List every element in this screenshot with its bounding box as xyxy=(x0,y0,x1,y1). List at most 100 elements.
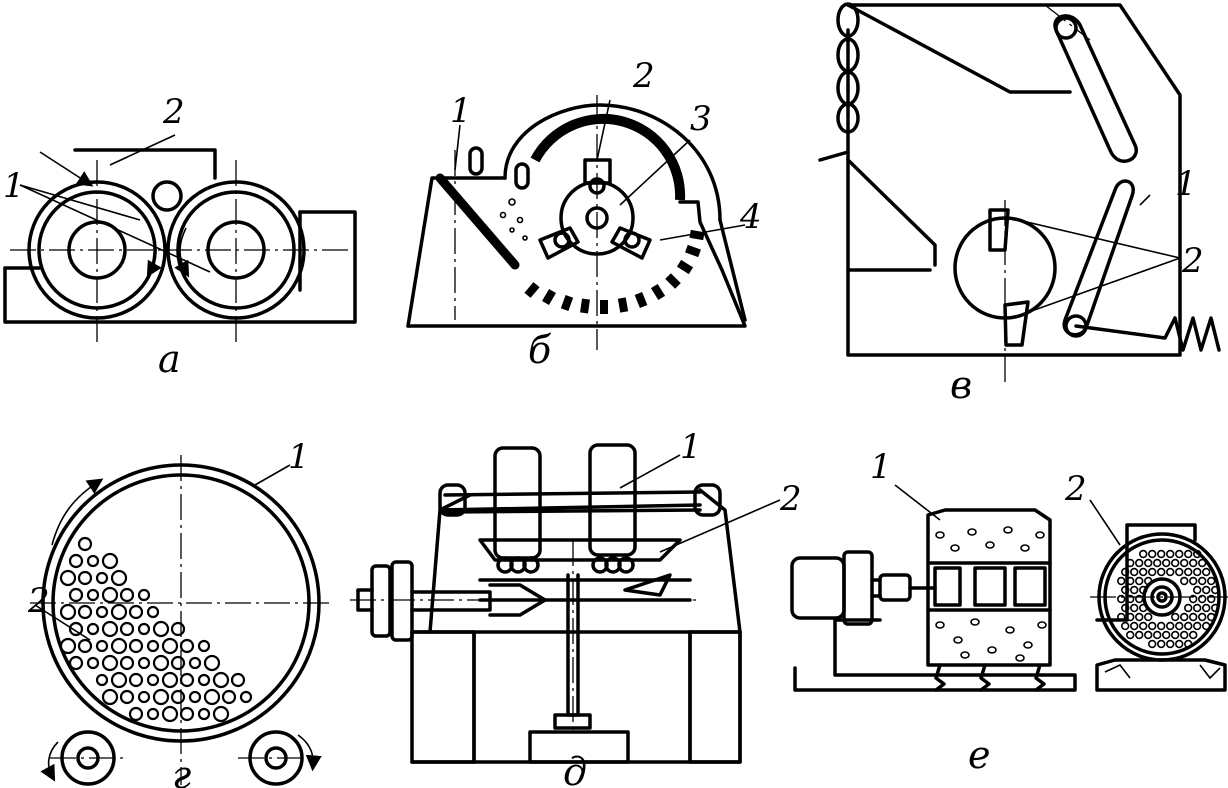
mill-ball xyxy=(1193,621,1202,631)
grinding-ball xyxy=(203,654,221,672)
mill-ball xyxy=(1189,612,1198,622)
mill-ball xyxy=(1157,621,1166,631)
panel-b-label-1: 1 xyxy=(450,91,472,131)
mill-ball xyxy=(1126,576,1135,586)
vib-mill-balls xyxy=(1117,549,1220,649)
particle xyxy=(1037,621,1047,629)
grinding-ball xyxy=(101,620,119,638)
mill-ball xyxy=(1184,603,1193,613)
mill-ball xyxy=(1144,558,1153,568)
particle xyxy=(953,636,963,644)
mill-ball xyxy=(1166,567,1175,577)
mill-ball xyxy=(1148,639,1157,649)
grinding-ball xyxy=(146,707,160,721)
particle xyxy=(1035,531,1045,539)
mill-ball xyxy=(1198,558,1207,568)
mill-ball xyxy=(1193,603,1202,613)
grinding-ball xyxy=(179,672,195,688)
grinding-ball xyxy=(203,688,221,706)
grinding-ball xyxy=(128,638,144,654)
grinding-ball xyxy=(101,654,119,672)
mill-ball xyxy=(1180,630,1189,640)
grinding-ball xyxy=(68,655,84,671)
grinding-ball xyxy=(230,672,246,688)
mill-ball xyxy=(1193,585,1202,595)
mill-ball xyxy=(1157,567,1166,577)
mill-ball xyxy=(1117,612,1126,622)
grate-bars xyxy=(524,229,705,314)
mill-ball xyxy=(1202,621,1211,631)
mill-ball xyxy=(1211,585,1220,595)
mill-ball xyxy=(1184,639,1193,649)
panel-g-label-1: 1 xyxy=(288,437,310,477)
mill-ball xyxy=(1193,549,1202,559)
mill-ball xyxy=(1148,621,1157,631)
grinding-ball xyxy=(239,690,253,704)
panel-e-label-2: 2 xyxy=(1064,469,1087,509)
panel-e-caption: е xyxy=(968,733,991,777)
mill-ball xyxy=(1175,567,1184,577)
mill-ball xyxy=(1139,621,1148,631)
grinding-ball xyxy=(59,569,77,587)
mill-ball xyxy=(1121,567,1130,577)
panel-a-label-1: 1 xyxy=(3,166,25,206)
panel-b-label-4: 4 xyxy=(739,197,762,237)
panel-v-caption: в xyxy=(950,363,972,407)
mill-ball xyxy=(1121,603,1130,613)
mill-ball xyxy=(1175,621,1184,631)
grinding-ball xyxy=(95,571,109,585)
grinding-ball xyxy=(152,620,170,638)
grinding-ball xyxy=(110,603,128,621)
grinding-ball xyxy=(152,688,170,706)
mill-ball xyxy=(1180,612,1189,622)
mill-ball xyxy=(1207,612,1216,622)
grinding-ball xyxy=(77,570,93,586)
mill-ball xyxy=(1184,567,1193,577)
panel-d-caption: д xyxy=(563,750,587,788)
grinding-ball xyxy=(77,604,93,620)
grinding-ball xyxy=(137,656,151,670)
panel-b-hammer-crusher: 1 2 3 4 б xyxy=(406,56,762,372)
grinding-ball xyxy=(161,671,179,689)
mill-ball xyxy=(1130,567,1139,577)
grinding-ball xyxy=(212,705,230,723)
mill-ball xyxy=(1121,585,1130,595)
mill-ball xyxy=(1135,558,1144,568)
panel-b-label-2: 2 xyxy=(632,56,655,96)
grinding-ball xyxy=(146,673,160,687)
particle xyxy=(950,544,960,552)
grinding-ball xyxy=(59,603,77,621)
mill-ball xyxy=(1135,576,1144,586)
grinding-ball xyxy=(197,639,211,653)
grinding-ball xyxy=(128,604,144,620)
mill-ball xyxy=(1130,621,1139,631)
grinding-ball xyxy=(59,637,77,655)
grinding-ball xyxy=(179,706,195,722)
mill-ball xyxy=(1189,576,1198,586)
particle xyxy=(970,618,980,626)
grinding-ball xyxy=(179,638,195,654)
mill-ball xyxy=(1198,576,1207,586)
grinding-ball xyxy=(77,536,93,552)
mill-ball xyxy=(1166,639,1175,649)
mill-ball xyxy=(1139,585,1148,595)
grinding-ball xyxy=(77,638,93,654)
mill-ball xyxy=(1202,567,1211,577)
mill-ball xyxy=(1171,612,1180,622)
mill-ball xyxy=(1144,630,1153,640)
panel-g-label-2: 2 xyxy=(27,581,50,621)
mill-ball xyxy=(1166,621,1175,631)
grinding-ball xyxy=(152,654,170,672)
panel-v-label-1: 1 xyxy=(1175,164,1197,204)
grinding-ball xyxy=(95,605,109,619)
grinding-ball xyxy=(68,621,84,637)
grinding-ball xyxy=(101,688,119,706)
mill-ball xyxy=(1166,549,1175,559)
mill-ball xyxy=(1126,612,1135,622)
particle xyxy=(1023,641,1033,649)
mill-ball xyxy=(1130,585,1139,595)
mill-ball xyxy=(1202,603,1211,613)
particle xyxy=(1020,544,1030,552)
particle xyxy=(935,621,945,629)
mill-ball xyxy=(1162,630,1171,640)
